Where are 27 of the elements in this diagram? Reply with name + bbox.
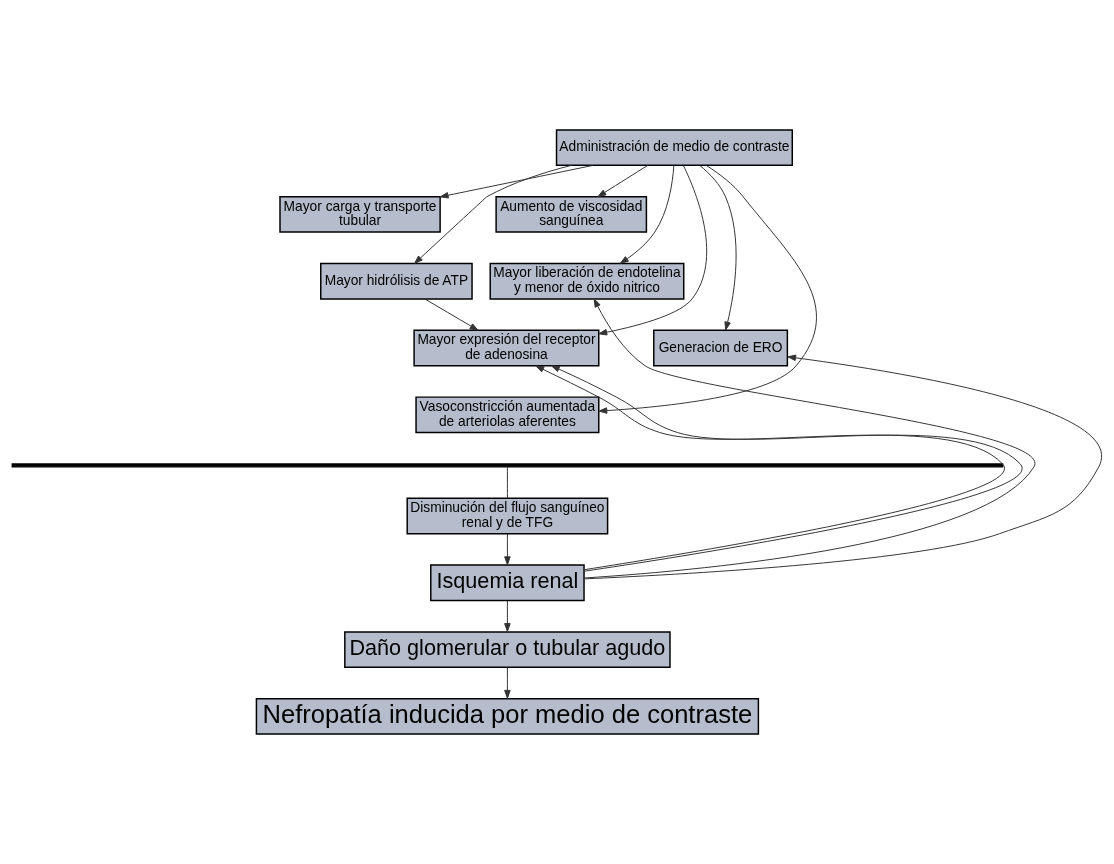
node-box: Mayor liberación de endotelina y menor de óxido nitrico [489,262,685,300]
arrow [583,354,1102,580]
arrow [583,298,1035,579]
node-box: Administración de medio de contraste [555,129,794,167]
arrow [439,164,594,199]
node-box: Daño glomerular o tubular agudo [344,631,671,668]
node-box: Vasoconstricción aumentada de arteriolas aferentes [415,396,600,434]
node-box: Isquemia renal [430,564,585,602]
arrow [504,533,511,566]
arrow [504,600,511,632]
node-bar [11,463,1004,468]
node-box: Nefropatía inducida por medio de contraste [255,697,760,735]
arrow [699,165,737,331]
arrow [598,165,708,336]
connector [506,466,508,499]
arrow [597,164,649,198]
node-box: Disminución del flujo sanguíneo renal y de TFG [406,497,609,535]
arrow [414,164,573,264]
arrow [504,667,511,699]
node-box: Aumento de viscosidad sanguínea [495,196,648,233]
node-box: Generacion de ERO [653,329,789,367]
node-box: Mayor carga y transporte tubular [279,196,441,233]
arrow [598,164,817,414]
arrow [619,164,675,264]
arrow [424,298,479,331]
node-box: Mayor expresión del receptor de adenosina [413,329,600,367]
node-box: Mayor hidrólisis de ATP [320,262,473,300]
